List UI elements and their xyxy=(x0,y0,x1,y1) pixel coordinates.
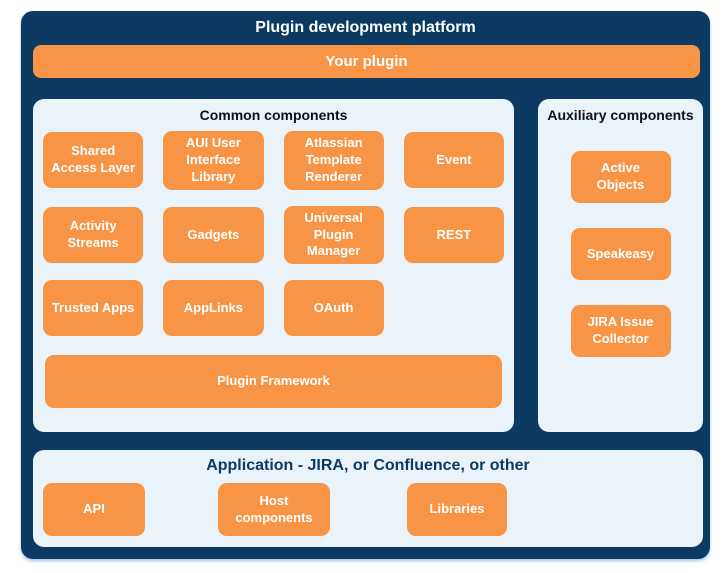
component-box-shared-access-layer: Shared Access Layer xyxy=(43,132,144,189)
plugin-development-platform-container: Plugin development platform Your plugin … xyxy=(21,11,710,559)
component-box-oauth: OAuth xyxy=(283,280,384,337)
component-box-api: API xyxy=(43,483,145,536)
common-components-title: Common components xyxy=(199,107,348,123)
component-box-aui-user-interface-library: AUI User Interface Library xyxy=(163,131,264,190)
auxiliary-components-stack: Active Objects Speakeasy JIRA Issue Coll… xyxy=(538,151,703,357)
component-box-active-objects: Active Objects xyxy=(570,151,671,203)
component-box-applinks: AppLinks xyxy=(163,280,264,337)
component-box-universal-plugin-manager: Universal Plugin Manager xyxy=(283,205,384,265)
component-box-trusted-apps: Trusted Apps xyxy=(43,280,144,337)
component-box-event: Event xyxy=(403,132,504,189)
component-box-speakeasy: Speakeasy xyxy=(570,228,671,280)
component-box-activity-streams: Activity Streams xyxy=(43,207,144,263)
platform-title: Plugin development platform xyxy=(255,19,476,36)
auxiliary-components-panel: Auxiliary components Active Objects Spea… xyxy=(538,99,703,432)
common-components-grid: Shared Access Layer AUI User Interface L… xyxy=(33,123,514,337)
component-box-host-components: Host components xyxy=(218,483,330,536)
component-box-jira-issue-collector: JIRA Issue Collector xyxy=(570,305,671,357)
your-plugin-box: Your plugin xyxy=(33,45,700,78)
component-box-rest: REST xyxy=(403,207,504,263)
application-panel: Application - JIRA, or Confluence, or ot… xyxy=(33,450,703,547)
application-title: Application - JIRA, or Confluence, or ot… xyxy=(206,457,530,474)
component-box-libraries: Libraries xyxy=(407,483,507,536)
common-components-panel: Common components Shared Access Layer AU… xyxy=(33,99,514,432)
component-box-plugin-framework: Plugin Framework xyxy=(45,355,502,409)
component-box-atlassian-template-renderer: Atlassian Template Renderer xyxy=(283,131,384,190)
auxiliary-components-title: Auxiliary components xyxy=(547,107,694,123)
component-box-gadgets: Gadgets xyxy=(163,207,264,263)
